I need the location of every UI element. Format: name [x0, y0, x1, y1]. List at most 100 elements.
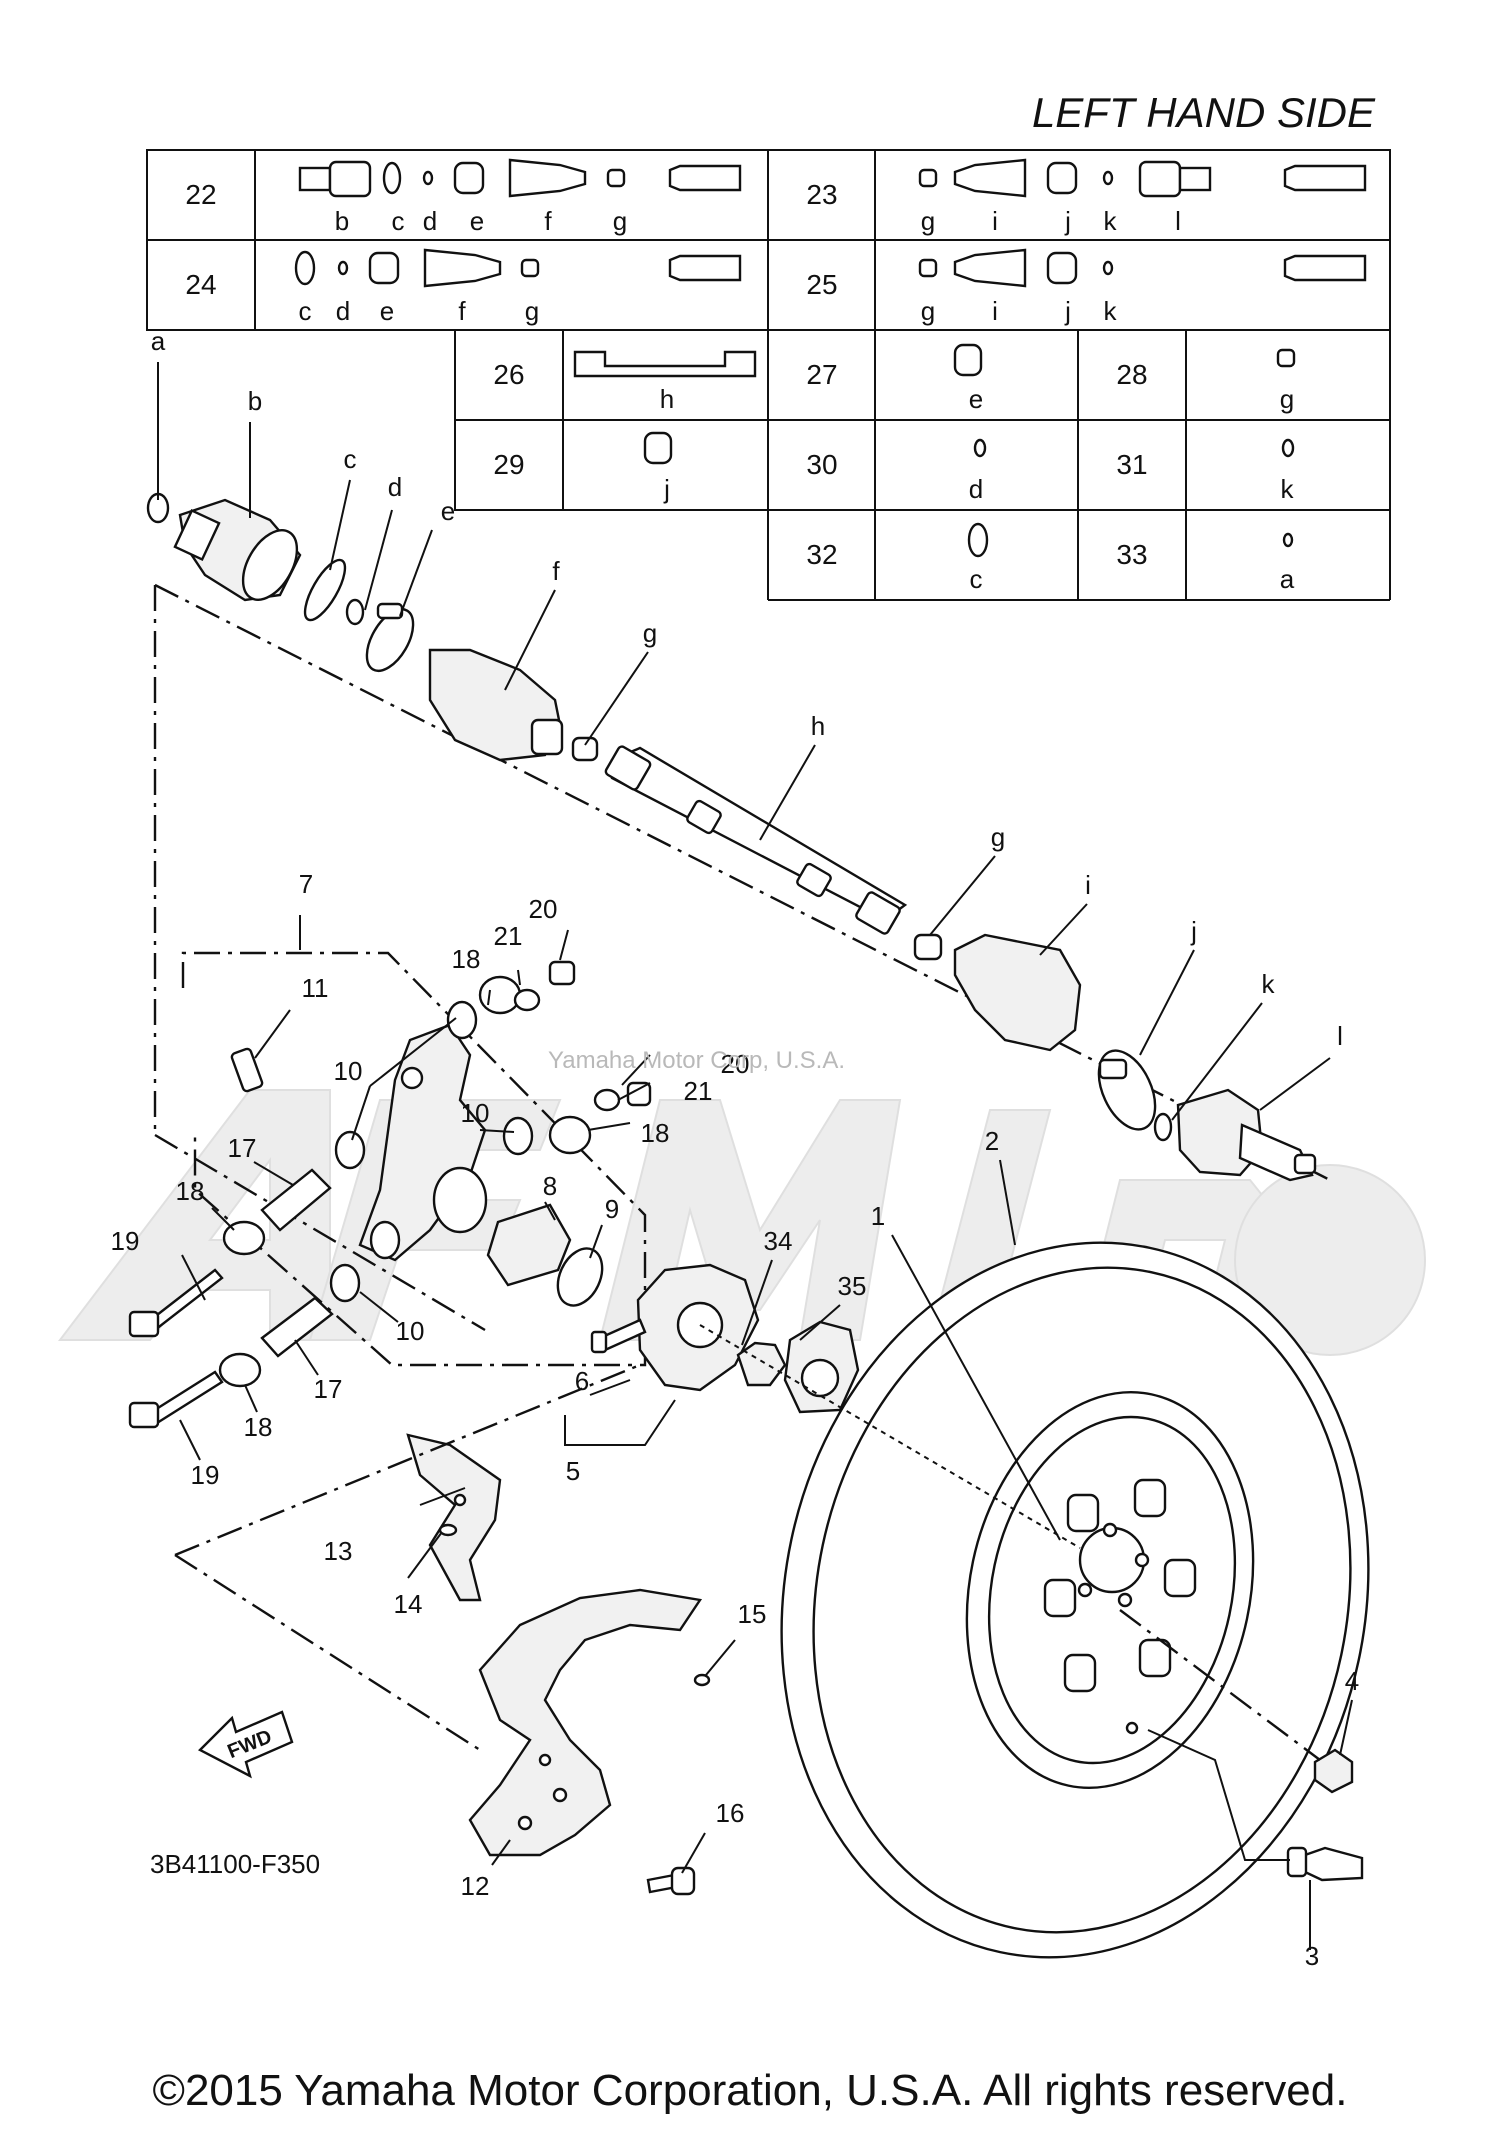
kit-23-letter-g: g — [921, 206, 935, 236]
callout-number-8: 8 — [543, 1171, 557, 1201]
kit-24-letter-d: d — [336, 296, 350, 326]
kit-24-parts — [294, 248, 742, 288]
callout-number-10a: 10 — [334, 1056, 363, 1086]
callout-number-19a: 19 — [111, 1226, 140, 1256]
callout-number-1: 1 — [871, 1201, 885, 1231]
callout-number-3: 3 — [1305, 1941, 1319, 1971]
kit-28-letter: g — [1280, 384, 1294, 414]
kit-26-letter: h — [660, 384, 674, 414]
callout-letter-d: d — [388, 472, 402, 502]
kit-23-letter-l: l — [1175, 206, 1181, 236]
kit-29-letter: j — [663, 474, 670, 504]
kit-23-letter-i: i — [992, 206, 998, 236]
small-kit-parts — [573, 343, 1296, 558]
leader-lines — [157, 362, 1353, 1950]
callout-letter-a: a — [151, 326, 166, 356]
callout-number-21b: 21 — [684, 1076, 713, 1106]
kit-23-letter-k: k — [1104, 206, 1118, 236]
knuckle-group-outline — [181, 951, 647, 1367]
kit-25-letter-k: k — [1104, 296, 1118, 326]
kit-30-letter: d — [969, 474, 983, 504]
kit-27-number: 27 — [806, 359, 837, 390]
callout-letter-c: c — [344, 444, 357, 474]
callout-number-18b: 18 — [641, 1118, 670, 1148]
callout-number-9: 9 — [605, 1194, 619, 1224]
copyright-footer: ©2015 Yamaha Motor Corporation, U.S.A. A… — [153, 2066, 1348, 2115]
kit-24-letter-e: e — [380, 296, 394, 326]
callout-number-18c: 18 — [176, 1176, 205, 1206]
fwd-arrow-icon: FWD — [197, 1710, 294, 1779]
page-title: LEFT HAND SIDE — [1032, 89, 1376, 136]
kit-26-number: 26 — [493, 359, 524, 390]
callout-letter-g2: g — [991, 822, 1005, 852]
callout-number-4: 4 — [1345, 1666, 1359, 1696]
watermark-logo — [57, 1089, 1426, 1356]
watermark-text: Yamaha Motor Corp, U.S.A. — [548, 1047, 845, 1074]
brake-guard-assembly — [406, 1433, 711, 1896]
callout-number-17a: 17 — [228, 1133, 257, 1163]
callout-number-11: 11 — [302, 973, 329, 1003]
kit-22-letter-d: d — [423, 206, 437, 236]
kit-25-parts — [918, 248, 1367, 288]
kit-24-letter-f: f — [458, 296, 466, 326]
hub-assembly — [590, 1263, 860, 1414]
callout-number-14: 14 — [394, 1589, 423, 1619]
callout-number-5: 5 — [566, 1456, 580, 1486]
kit-22-letter-b: b — [335, 206, 349, 236]
kit-24-number: 24 — [185, 269, 216, 300]
kit-32-letter: c — [970, 564, 983, 594]
callout-number-20a: 20 — [529, 894, 558, 924]
callout-number-20b: 20 — [721, 1049, 750, 1079]
callout-numbers: 7 11 10 10 10 18 21 20 20 21 18 17 18 19… — [111, 869, 1360, 1971]
callout-number-13: 13 — [324, 1536, 353, 1566]
callout-letter-l: l — [1337, 1021, 1343, 1051]
callout-letters: a b c d e f g h g i j k l — [151, 326, 1343, 1051]
kit-table: 22 23 24 25 26 27 28 29 30 31 32 33 b c … — [146, 149, 1391, 601]
wheel-nut-and-valve — [1286, 1748, 1364, 1882]
kit-31-letter: k — [1281, 474, 1295, 504]
kit-24-letter-c: c — [299, 296, 312, 326]
callout-number-17b: 17 — [314, 1374, 343, 1404]
kit-30-number: 30 — [806, 449, 837, 480]
callout-number-18d: 18 — [244, 1412, 273, 1442]
kit-22-letter-f: f — [544, 206, 552, 236]
callout-number-12: 12 — [461, 1871, 490, 1901]
kit-29-number: 29 — [493, 449, 524, 480]
callout-letter-f: f — [552, 556, 560, 586]
kit-33-number: 33 — [1116, 539, 1147, 570]
knuckle-assembly — [128, 960, 652, 1429]
kit-22-number: 22 — [185, 179, 216, 210]
callout-letter-j: j — [1190, 916, 1197, 946]
kit-25-letter-j: j — [1064, 296, 1071, 326]
callout-number-10c: 10 — [396, 1316, 425, 1346]
callout-letter-h: h — [811, 711, 825, 741]
callout-letter-e: e — [441, 496, 455, 526]
kit-32-number: 32 — [806, 539, 837, 570]
callout-number-2: 2 — [985, 1126, 999, 1156]
callout-number-34: 34 — [764, 1226, 793, 1256]
diagram-code: 3B41100-F350 — [150, 1849, 320, 1879]
callout-letter-i: i — [1085, 870, 1091, 900]
kit-25-number: 25 — [806, 269, 837, 300]
kit-23-letter-j: j — [1064, 206, 1071, 236]
kit-33-letter: a — [1280, 564, 1295, 594]
axis-lines — [174, 1324, 1321, 1761]
kit-31-number: 31 — [1116, 449, 1147, 480]
kit-24-letter-g: g — [525, 296, 539, 326]
kit-22-parts — [298, 158, 742, 198]
callout-number-16: 16 — [716, 1798, 745, 1828]
kit-25-letter-i: i — [992, 296, 998, 326]
callout-number-21a: 21 — [494, 921, 523, 951]
kit-23-parts — [918, 158, 1367, 198]
callout-letter-k: k — [1262, 969, 1276, 999]
drive-shaft-parts — [146, 492, 1317, 1182]
callout-number-15: 15 — [738, 1599, 767, 1629]
kit-22-letter-g: g — [613, 206, 627, 236]
callout-number-6: 6 — [575, 1366, 589, 1396]
callout-number-18a: 18 — [452, 944, 481, 974]
kit-25-letter-g: g — [921, 296, 935, 326]
callout-letter-g: g — [643, 618, 657, 648]
kit-28-number: 28 — [1116, 359, 1147, 390]
kit-22-letter-c: c — [392, 206, 405, 236]
